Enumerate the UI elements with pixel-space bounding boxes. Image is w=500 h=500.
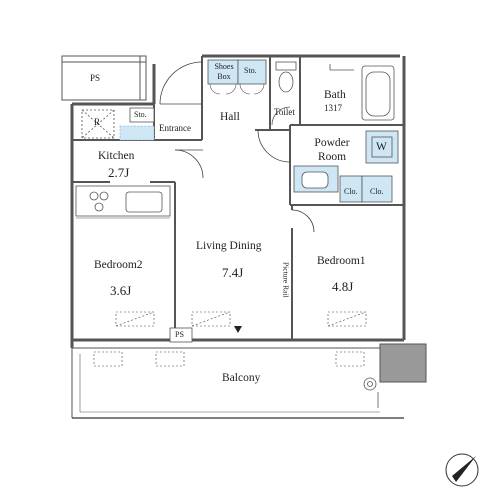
shoes-box-line1: Shoes	[214, 62, 234, 71]
kitchen-storage	[119, 107, 155, 141]
refrigerator-label: R	[94, 117, 101, 127]
outer-walls	[70, 54, 406, 348]
ps-bottom-box	[169, 327, 193, 343]
shoes-box-line2: Box	[217, 72, 231, 81]
ps-bottom-label: PS	[175, 330, 184, 339]
balcony-label: Balcony	[222, 372, 261, 384]
washer-label: W	[376, 141, 387, 153]
dashed-windows	[115, 311, 367, 327]
bedroom1-door	[291, 209, 315, 233]
closet-1-label: Clo.	[344, 187, 358, 196]
balcony-unit	[379, 343, 427, 383]
balcony-vents	[93, 351, 365, 367]
hall-label: Hall	[220, 111, 240, 123]
powder-sink	[293, 165, 339, 193]
entrance-door	[159, 61, 203, 105]
bath-size: 1317	[324, 103, 342, 113]
closet-2-label: Clo.	[370, 187, 384, 196]
living-dining-label: Living Dining	[196, 240, 262, 252]
hall-door	[174, 149, 204, 179]
arrow-marker	[234, 326, 242, 333]
kitchen-size: 2.7J	[108, 165, 130, 180]
ps-top-box	[61, 55, 147, 101]
kitchen-label: Kitchen	[98, 150, 135, 162]
bedroom2-size: 3.6J	[110, 283, 132, 298]
picture-rail-label: Picture Rail	[281, 262, 291, 298]
toilet-label: Toilet	[274, 107, 295, 117]
balcony	[71, 347, 404, 419]
toilet-fixture	[271, 61, 297, 126]
bedroom1-label: Bedroom1	[317, 255, 366, 267]
bath-label: Bath	[324, 89, 346, 101]
storage-hall-label: Sto.	[244, 66, 257, 75]
kitchen-counter	[75, 185, 171, 219]
washer-fixture	[365, 130, 399, 164]
powder-room-label: Powder Room	[300, 136, 364, 164]
storage-kitchen-label: Sto.	[134, 110, 147, 119]
closets	[339, 175, 393, 203]
balcony-drain	[363, 377, 379, 408]
powder-room-line2: Room	[317, 151, 347, 163]
entrance-label: Entrance	[159, 123, 191, 133]
refrigerator-box	[81, 109, 115, 139]
ps-top-label: PS	[90, 73, 101, 83]
bath-tub	[329, 64, 395, 121]
bedroom2-label: Bedroom2	[94, 259, 143, 271]
powder-room-line1: Powder	[314, 137, 350, 149]
shoes-box	[207, 59, 267, 95]
bedroom1-size: 4.8J	[332, 279, 354, 294]
shoes-box-label: Shoes Box	[210, 62, 238, 82]
north-arrow-icon	[445, 453, 479, 487]
living-dining-size: 7.4J	[222, 265, 244, 280]
powder-door	[257, 129, 291, 163]
